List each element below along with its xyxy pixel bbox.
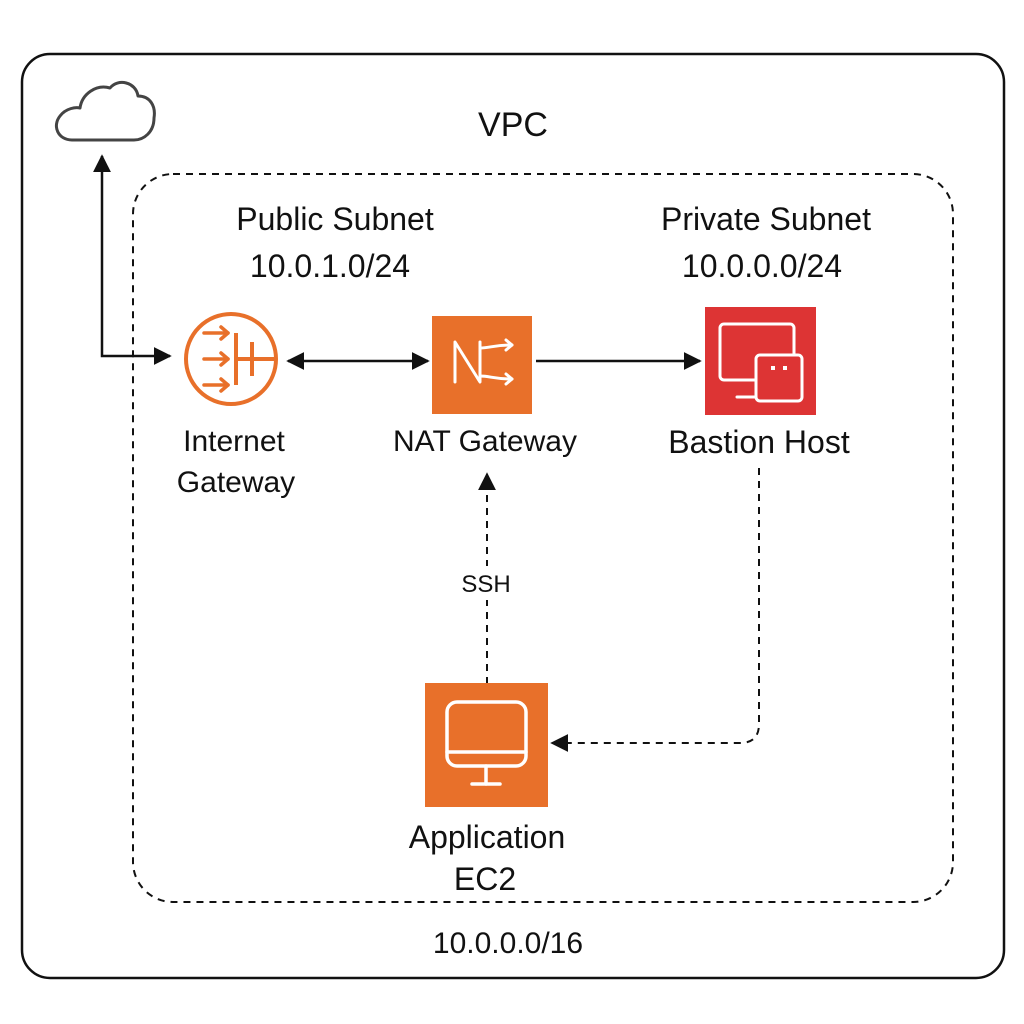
nat-gateway-icon [432, 316, 532, 414]
private-subnet-title: Private Subnet [661, 201, 871, 237]
edge-bastion-host-to-application [550, 468, 760, 752]
vpc-boundary [20, 52, 1006, 980]
bastion-host-label: Bastion Host [668, 424, 850, 460]
nat-gateway-label: NAT Gateway [393, 425, 577, 458]
vpc-title: VPC [478, 106, 548, 144]
ssh-edge-label: SSH [461, 571, 510, 598]
cloud-icon [55, 80, 156, 142]
ec2-instance-icon [425, 683, 548, 807]
internet-gateway-label-line1: Internet [183, 425, 285, 458]
edge-cloud-to-internet-gateway [93, 154, 172, 365]
internet-gateway-icon [184, 312, 278, 406]
internet-gateway-label-line2: Gateway [177, 466, 295, 499]
private-subnet-cidr: 10.0.0.0/24 [682, 248, 842, 284]
bastion-host-icon [705, 307, 816, 415]
ssh-label-background [452, 566, 522, 600]
public-subnet-title: Public Subnet [236, 201, 434, 237]
application-ec2-label-line2: EC2 [454, 861, 516, 897]
public-subnet-cidr: 10.0.1.0/24 [250, 248, 410, 284]
application-ec2-label-line1: Application [409, 819, 566, 855]
subnet-boundary [132, 173, 954, 903]
vpc-cidr: 10.0.0.0/16 [433, 927, 583, 960]
